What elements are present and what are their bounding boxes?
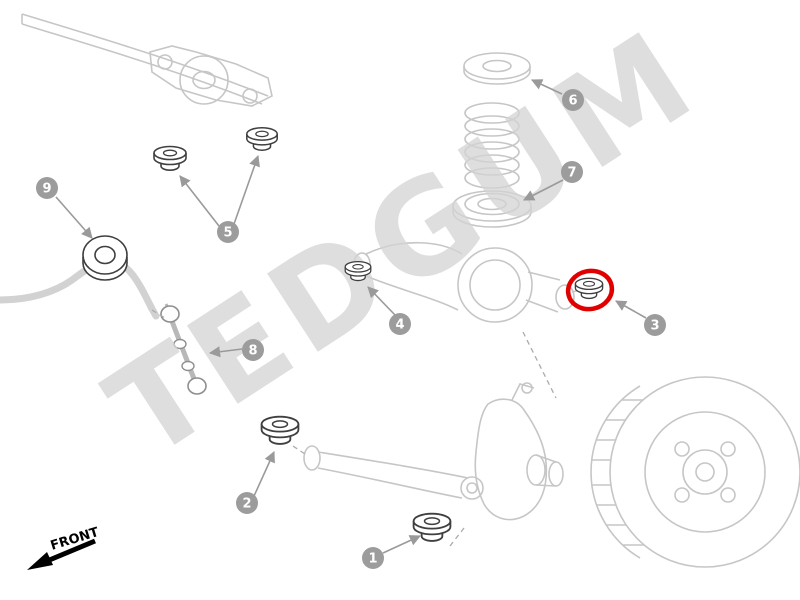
callout-8[interactable]: 8 xyxy=(242,339,264,361)
front-arrowhead-icon xyxy=(27,552,53,570)
dashed-reference-lines xyxy=(151,309,557,547)
front-arrow-icon xyxy=(46,538,96,564)
bushing-part-5a xyxy=(153,145,187,171)
svg-text:5: 5 xyxy=(223,226,232,241)
highlight-ring xyxy=(565,268,615,312)
callout-5-arrow-b xyxy=(233,154,260,225)
bushing-part-5b xyxy=(246,127,278,152)
callout-6-arrow xyxy=(530,79,563,95)
callout-2-arrow xyxy=(253,450,275,497)
callout-5[interactable]: 5 xyxy=(217,221,239,243)
callout-9-arrow xyxy=(55,196,93,239)
callout-2[interactable]: 2 xyxy=(236,492,258,514)
callout-3-arrow xyxy=(615,300,647,319)
upper-control-arm xyxy=(353,241,581,323)
svg-text:9: 9 xyxy=(42,182,51,197)
front-direction: FRONT xyxy=(27,525,101,570)
callout-8-arrow xyxy=(208,346,243,358)
callout-6[interactable]: 6 xyxy=(562,89,584,111)
stabilizer-bar xyxy=(0,258,160,320)
svg-text:6: 6 xyxy=(568,94,577,109)
callout-1[interactable]: 1 xyxy=(362,547,384,569)
coil-spring xyxy=(464,102,520,189)
knuckle-and-lower-arm xyxy=(303,382,564,521)
callout-4-arrow xyxy=(367,286,397,317)
bushing-part-3 xyxy=(574,277,604,300)
svg-text:4: 4 xyxy=(395,318,404,333)
wheel xyxy=(590,376,800,568)
svg-text:2: 2 xyxy=(242,497,251,512)
callout-arrows xyxy=(55,79,647,554)
svg-text:3: 3 xyxy=(650,319,659,334)
callout-9[interactable]: 9 xyxy=(36,177,58,199)
callout-7[interactable]: 7 xyxy=(561,161,583,183)
svg-text:8: 8 xyxy=(248,344,257,359)
stabilizer-bushing-part-9 xyxy=(82,235,128,281)
stabilizer-link xyxy=(160,303,207,395)
leaf-spring-assembly xyxy=(21,13,273,107)
callout-3[interactable]: 3 xyxy=(644,314,666,336)
spring-lower-seat xyxy=(452,190,532,228)
callout-7-arrow xyxy=(523,179,564,201)
svg-text:1: 1 xyxy=(368,552,377,567)
spring-upper-seat xyxy=(463,52,531,85)
bushing-part-2 xyxy=(260,415,300,445)
callout-5-arrow-a xyxy=(179,175,220,227)
svg-text:7: 7 xyxy=(567,166,576,181)
callout-1-arrow xyxy=(382,535,422,554)
callout-4[interactable]: 4 xyxy=(389,313,411,335)
